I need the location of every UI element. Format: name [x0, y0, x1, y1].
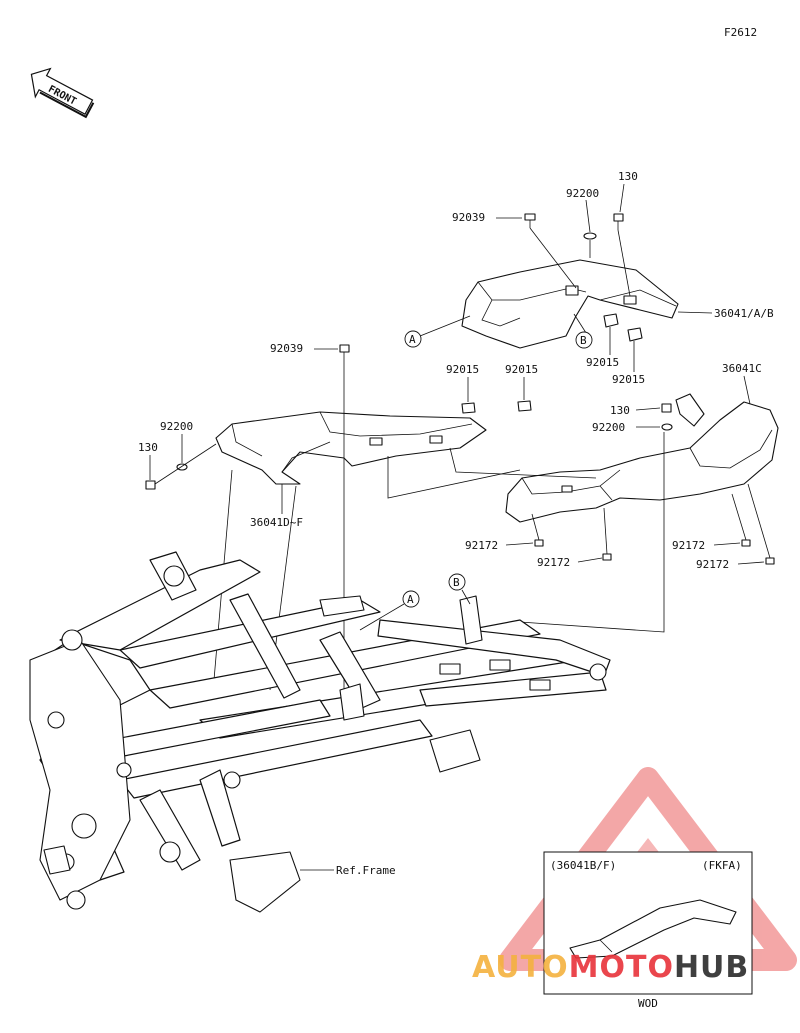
washer-92200-top [583, 232, 597, 240]
cover-36041-ab [461, 259, 679, 349]
watermark-part-hub: HUB [673, 950, 750, 985]
bolt-130-right [661, 403, 672, 413]
label-92015-r2: 92015 [612, 373, 645, 386]
cover-36041d-f [215, 411, 487, 485]
callout-a-frame [402, 590, 420, 608]
clip-92015-right-1 [603, 313, 619, 328]
motorcycle-frame [29, 551, 611, 913]
washer-92200-left [176, 463, 188, 471]
callout-b-upper-label: B [580, 334, 587, 347]
bolt-130-left [145, 480, 156, 490]
label-92200-left: 92200 [160, 420, 193, 433]
front-arrow-icon: FRONT [30, 67, 95, 119]
label-92172-a: 92172 [465, 539, 498, 552]
cover-36041c [505, 393, 779, 523]
label-92015-r1: 92015 [586, 356, 619, 369]
washer-92200-right [661, 423, 673, 431]
figure-code: F2612 [724, 26, 757, 39]
label-92172-c: 92172 [672, 539, 705, 552]
watermark-text: AUTOMOTOHUB [472, 950, 749, 985]
watermark-part-auto: AUTO [472, 950, 569, 985]
label-92172-b: 92172 [537, 556, 570, 569]
inset-detail: (36041B/F) (FKFA) [543, 851, 753, 995]
screw-92172-a [534, 539, 544, 547]
callout-a-upper [404, 330, 422, 348]
label-36041-ab: 36041/A/B [714, 307, 774, 320]
clip-92015-mid-1 [461, 402, 476, 414]
watermark-part-moto: MOTO [568, 950, 674, 985]
label-36041c: 36041C [722, 362, 762, 375]
inset-market-label: (FKFA) [702, 859, 742, 872]
inset-caption: WOD [638, 997, 658, 1010]
label-130-top: 130 [618, 170, 638, 183]
label-36041d-f: 36041D~F [250, 516, 303, 529]
label-92039-top: 92039 [452, 211, 485, 224]
callout-a-upper-label: A [409, 333, 416, 346]
clip-92015-right-2 [627, 327, 643, 342]
bolt-92039-mid [339, 344, 350, 362]
label-ref-frame: Ref.Frame [336, 864, 396, 877]
screw-92172-b [602, 553, 612, 561]
label-92015-m2: 92015 [505, 363, 538, 376]
bolt-130-top [613, 213, 624, 230]
callout-b-upper [575, 331, 593, 349]
label-130-left: 130 [138, 441, 158, 454]
callout-a-frame-label: A [407, 593, 414, 606]
clip-92015-mid-2 [517, 400, 532, 412]
label-92172-d: 92172 [696, 558, 729, 571]
inset-model-label: (36041B/F) [550, 859, 616, 872]
callout-b-frame [448, 573, 466, 591]
screw-92172-c [741, 539, 751, 547]
label-92015-m1: 92015 [446, 363, 479, 376]
bolt-92039-top [524, 213, 536, 228]
callout-b-frame-label: B [453, 576, 460, 589]
label-92039-mid: 92039 [270, 342, 303, 355]
label-130-right: 130 [610, 404, 630, 417]
screw-92172-d [765, 557, 775, 565]
label-92200-right: 92200 [592, 421, 625, 434]
label-92200-top: 92200 [566, 187, 599, 200]
